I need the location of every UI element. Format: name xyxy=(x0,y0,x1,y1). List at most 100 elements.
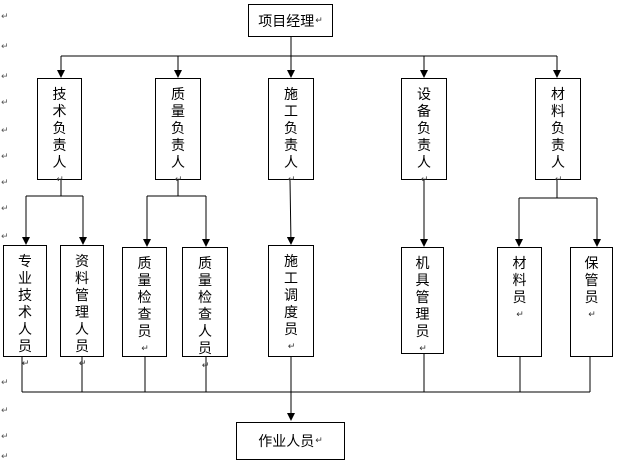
node-label-char: 料 xyxy=(75,271,89,287)
node-label-char: 员↵ xyxy=(571,290,612,324)
node-docs-staff: 资料管理人员↵ xyxy=(60,245,104,369)
node-label-char: 质 xyxy=(137,256,152,272)
node-label-char: 人↵ xyxy=(38,155,81,189)
node-tech-staff: 专业技术人员↵ xyxy=(3,245,47,369)
node-label-char: 质 xyxy=(198,256,212,272)
node-label-char: 责 xyxy=(171,138,185,154)
node-label-char: 查 xyxy=(198,307,212,323)
node-label-char: 责 xyxy=(284,138,298,154)
margin-paragraph-mark: ↵ xyxy=(1,152,9,162)
margin-paragraph-mark: ↵ xyxy=(1,378,9,388)
node-label-char: 查 xyxy=(137,307,152,323)
node-label-char: 料 xyxy=(512,273,527,289)
node-label-char: 责 xyxy=(551,138,565,154)
margin-paragraph-mark: ↵ xyxy=(1,126,9,136)
margin-paragraph-mark: ↵ xyxy=(1,42,9,52)
node-label-char: 具 xyxy=(415,273,430,289)
node-label-char: 责 xyxy=(417,138,431,154)
node-label-char: 员↵ xyxy=(123,324,166,358)
node-tech-lead: 技术负责人↵ xyxy=(37,78,82,185)
margin-paragraph-mark: ↵ xyxy=(1,432,9,442)
node-label: 质量检查人员↵ xyxy=(183,256,227,375)
node-label-char: 量 xyxy=(171,104,185,120)
node-label-char: 人 xyxy=(18,322,32,338)
node-label-char: 员↵ xyxy=(4,339,46,373)
margin-paragraph-mark: ↵ xyxy=(1,72,9,82)
node-label: 技术负责人↵ xyxy=(38,87,81,189)
node-label-char: 负 xyxy=(551,121,565,137)
node-label-char: 技 xyxy=(52,87,67,103)
node-label: 机具管理员↵ xyxy=(402,256,443,358)
node-project-manager: 项目经理↵ xyxy=(248,4,333,37)
node-label: 施工调度员↵ xyxy=(269,254,313,356)
node-label-char: 工 xyxy=(284,271,298,287)
node-label-char: 员↵ xyxy=(269,322,313,356)
node-label-char: 机 xyxy=(415,256,430,272)
node-label-char: 管 xyxy=(75,288,89,304)
node-quality-inspector-1: 质量检查员↵ xyxy=(122,247,167,357)
node-label-char: 质 xyxy=(171,87,185,103)
node-storekeeper: 保管员↵ xyxy=(570,247,613,357)
paragraph-mark: ↵ xyxy=(141,344,149,354)
node-label-char: 人 xyxy=(198,324,212,340)
node-label-char: 负 xyxy=(52,121,67,137)
node-label-char: 责 xyxy=(52,138,67,154)
paragraph-mark: ↵ xyxy=(315,15,323,26)
node-label-char: 技 xyxy=(18,288,32,304)
paragraph-mark: ↵ xyxy=(287,175,296,185)
margin-paragraph-mark: ↵ xyxy=(1,12,9,22)
node-label: 材料负责人↵ xyxy=(536,87,580,189)
node-label: 保管员↵ xyxy=(571,256,612,324)
margin-paragraph-mark: ↵ xyxy=(1,204,9,214)
node-label-char: 理 xyxy=(415,307,430,323)
node-quality-inspector-2: 质量检查人员↵ xyxy=(182,247,228,371)
margin-paragraph-mark: ↵ xyxy=(1,178,9,188)
node-workers: 作业人员↵ xyxy=(236,422,345,460)
node-label: 施工负责人↵ xyxy=(269,87,313,189)
margin-paragraph-mark: ↵ xyxy=(1,98,9,108)
node-material-lead: 材料负责人↵ xyxy=(535,78,581,185)
node-label: 质量负责人↵ xyxy=(156,87,200,189)
node-label: 项目经理 xyxy=(258,13,315,30)
node-label-char: 术 xyxy=(52,104,67,120)
node-equipment-staff: 机具管理员↵ xyxy=(401,247,444,354)
node-label-char: 检 xyxy=(137,290,152,306)
node-label: 材料员↵ xyxy=(498,256,541,324)
paragraph-mark: ↵ xyxy=(174,175,183,185)
node-label-char: 工 xyxy=(284,104,298,120)
node-label-char: 负 xyxy=(417,121,431,137)
node-dispatcher: 施工调度员↵ xyxy=(268,245,314,357)
node-label-char: 术 xyxy=(18,305,32,321)
paragraph-mark: ↵ xyxy=(56,175,64,185)
node-construction-lead: 施工负责人↵ xyxy=(268,78,314,185)
node-label-char: 业 xyxy=(18,271,32,287)
node-label-char: 员↵ xyxy=(498,290,541,324)
paragraph-mark: ↵ xyxy=(21,359,30,369)
node-label-char: 备 xyxy=(417,104,431,120)
node-label-char: 人↵ xyxy=(156,155,200,189)
node-label-char: 理 xyxy=(75,305,89,321)
node-label-char: 料 xyxy=(551,104,565,120)
paragraph-mark: ↵ xyxy=(588,310,596,320)
node-label-char: 施 xyxy=(284,87,298,103)
node-label-char: 负 xyxy=(284,121,298,137)
node-label-char: 量 xyxy=(137,273,152,289)
node-label-char: 专 xyxy=(18,254,32,270)
node-label: 设备负责人↵ xyxy=(402,87,446,189)
paragraph-mark: ↵ xyxy=(78,359,87,369)
node-label-char: 材 xyxy=(551,87,565,103)
paragraph-mark: ↵ xyxy=(287,342,296,352)
node-label-char: 施 xyxy=(284,254,298,270)
node-label-char: 调 xyxy=(284,288,298,304)
margin-paragraph-mark: ↵ xyxy=(1,406,9,416)
paragraph-mark: ↵ xyxy=(201,361,210,371)
node-label-char: 人↵ xyxy=(536,155,580,189)
node-label-char: 材 xyxy=(512,256,527,272)
node-label-char: 资 xyxy=(75,254,89,270)
node-label-char: 员↵ xyxy=(61,339,103,373)
paragraph-mark: ↵ xyxy=(420,175,429,185)
paragraph-mark: ↵ xyxy=(554,175,563,185)
node-label-char: 量 xyxy=(198,273,212,289)
node-label-char: 度 xyxy=(284,305,298,321)
